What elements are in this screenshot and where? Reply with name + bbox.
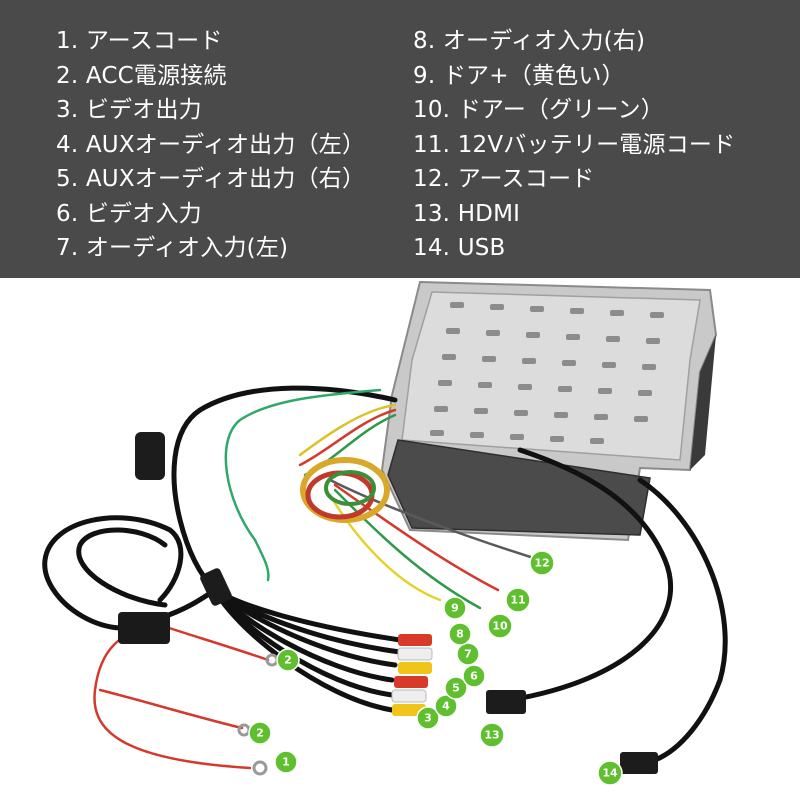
ferrite-core	[135, 432, 165, 480]
badge-3-label: 3	[424, 712, 432, 725]
monitor-unit	[380, 280, 718, 542]
legend-item-2: 2. ACC電源接続	[56, 62, 227, 89]
hdmi-connector	[486, 690, 526, 714]
legend-column-left: 1. アースコード 2. ACC電源接続 3. ビデオ出力 4. AUXオーディ…	[56, 26, 365, 268]
badge-9-label: 9	[451, 602, 459, 615]
usb-connector	[620, 752, 658, 774]
badge-7-label: 7	[464, 648, 472, 661]
badge-8: 8	[448, 622, 472, 646]
badge-3: 3	[416, 706, 440, 730]
signal-wires	[93, 388, 542, 770]
badge-5: 5	[444, 676, 468, 700]
badge-14: 14	[597, 760, 623, 786]
legend-item-11: 11. 12Vバッテリー電源コード	[413, 131, 736, 158]
badge-4: 4	[434, 694, 458, 718]
badge-2b: 2	[248, 721, 272, 745]
legend-item-14: 14. USB	[413, 235, 506, 261]
inline-fuse-holder	[118, 612, 170, 644]
badge-12: 12	[529, 550, 555, 576]
legend-item-3: 3. ビデオ出力	[56, 97, 202, 123]
legend-item-7: 7. オーディオ入力(左)	[56, 235, 289, 261]
badge-10: 10	[487, 613, 513, 639]
badge-11: 11	[505, 587, 531, 613]
wiring-diagram: 1 2 2 3 4 5 6 7 8 9 10 11 12 13 14	[42, 280, 728, 786]
legend-item-10: 10. ドアー（グリーン）	[413, 97, 664, 123]
ring-terminals	[237, 653, 279, 776]
badge-2a-label: 2	[284, 654, 292, 667]
badge-6: 6	[462, 664, 486, 688]
legend-item-8: 8. オーディオ入力(右)	[413, 28, 646, 54]
legend-item-12: 12. アースコード	[413, 166, 595, 192]
wire-bundle	[300, 457, 390, 523]
legend-item-13: 13. HDMI	[413, 200, 521, 227]
legend-column-right: 8. オーディオ入力(右) 9. ドア+（黄色い） 10. ドアー（グリーン） …	[413, 26, 735, 268]
legend-item-9: 9. ドア+（黄色い）	[413, 62, 625, 89]
badge-1-label: 1	[282, 756, 290, 769]
legend-item-6: 6. ビデオ入力	[56, 200, 202, 227]
badge-5-label: 5	[452, 682, 460, 695]
wiring-legend: 1. アースコード 2. ACC電源接続 3. ビデオ出力 4. AUXオーディ…	[0, 0, 800, 278]
legend-item-5: 5. AUXオーディオ出力（右）	[56, 166, 366, 192]
badge-13: 13	[479, 722, 505, 748]
badge-2a: 2	[276, 648, 300, 672]
badge-1: 1	[274, 750, 298, 774]
badge-13-label: 13	[484, 729, 499, 742]
legend-item-1: 1. アースコード	[56, 28, 223, 54]
badge-7: 7	[456, 642, 480, 666]
badge-14-label: 14	[602, 767, 618, 780]
badge-8-label: 8	[456, 628, 464, 641]
harness-connector	[200, 568, 232, 606]
badge-2b-label: 2	[256, 727, 264, 740]
badge-6-label: 6	[470, 670, 478, 683]
legend-item-4: 4. AUXオーディオ出力（左）	[56, 131, 366, 158]
badge-4-label: 4	[442, 700, 450, 713]
badge-9: 9	[443, 596, 467, 620]
badge-11-label: 11	[510, 594, 525, 607]
rca-connectors	[391, 634, 433, 716]
badge-12-label: 12	[534, 557, 549, 570]
badge-10-label: 10	[492, 620, 508, 633]
